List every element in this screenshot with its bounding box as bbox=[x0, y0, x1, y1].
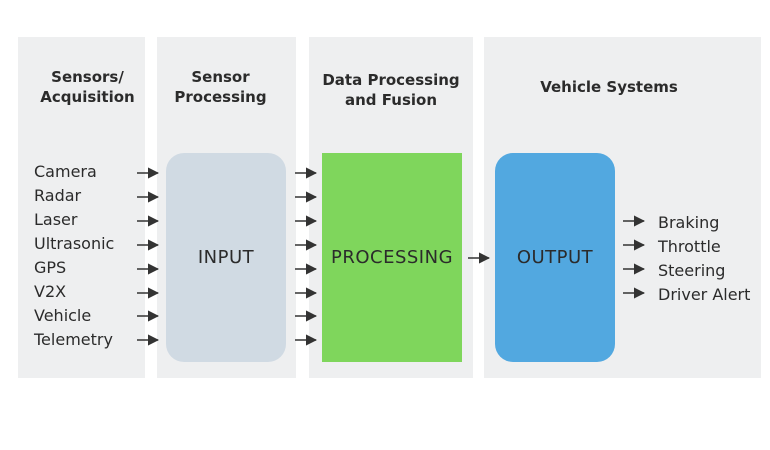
input-item-ultrasonic: Ultrasonic bbox=[34, 234, 115, 253]
sensor-processing-heading-line1: Sensor bbox=[191, 68, 250, 86]
vehicle-systems-heading-line1: Vehicle Systems bbox=[540, 78, 678, 96]
sensors-heading: Sensors/ Acquisition bbox=[18, 67, 157, 107]
processing-block-label: PROCESSING bbox=[330, 247, 454, 268]
input-item-laser: Laser bbox=[34, 210, 78, 229]
input-item-gps: GPS bbox=[34, 258, 67, 277]
processing-block: PROCESSING bbox=[322, 153, 462, 362]
sensor-processing-heading: Sensor Processing bbox=[157, 67, 284, 107]
input-block-label: INPUT bbox=[197, 247, 255, 268]
output-item-braking: Braking bbox=[658, 213, 720, 232]
input-item-v2x: V2X bbox=[34, 282, 67, 301]
vehicle-systems-heading: Vehicle Systems bbox=[484, 77, 734, 97]
sensors-heading-line1: Sensors/ bbox=[51, 68, 124, 86]
output-block: OUTPUT bbox=[495, 153, 615, 362]
input-item-telemetry: Telemetry bbox=[34, 330, 113, 349]
sensors-column bbox=[18, 37, 145, 378]
output-block-label: OUTPUT bbox=[516, 247, 594, 268]
input-item-radar: Radar bbox=[34, 186, 82, 205]
output-item-throttle: Throttle bbox=[658, 237, 721, 256]
input-block: INPUT bbox=[166, 153, 286, 362]
input-item-camera: Camera bbox=[34, 162, 97, 181]
input-sensor-list: Camera Radar Laser Ultrasonic GPS V2X Ve… bbox=[34, 160, 114, 352]
data-processing-heading-line2: and Fusion bbox=[345, 91, 437, 109]
output-system-list: Braking Throttle Steering Driver Alert bbox=[658, 211, 750, 307]
sensors-heading-line2: Acquisition bbox=[40, 88, 135, 106]
input-item-vehicle: Vehicle bbox=[34, 306, 92, 325]
output-item-driver-alert: Driver Alert bbox=[658, 285, 751, 304]
data-processing-heading-line1: Data Processing bbox=[322, 71, 460, 89]
sensor-processing-heading-line2: Processing bbox=[174, 88, 267, 106]
data-processing-heading: Data Processing and Fusion bbox=[309, 70, 473, 110]
output-item-steering: Steering bbox=[658, 261, 726, 280]
